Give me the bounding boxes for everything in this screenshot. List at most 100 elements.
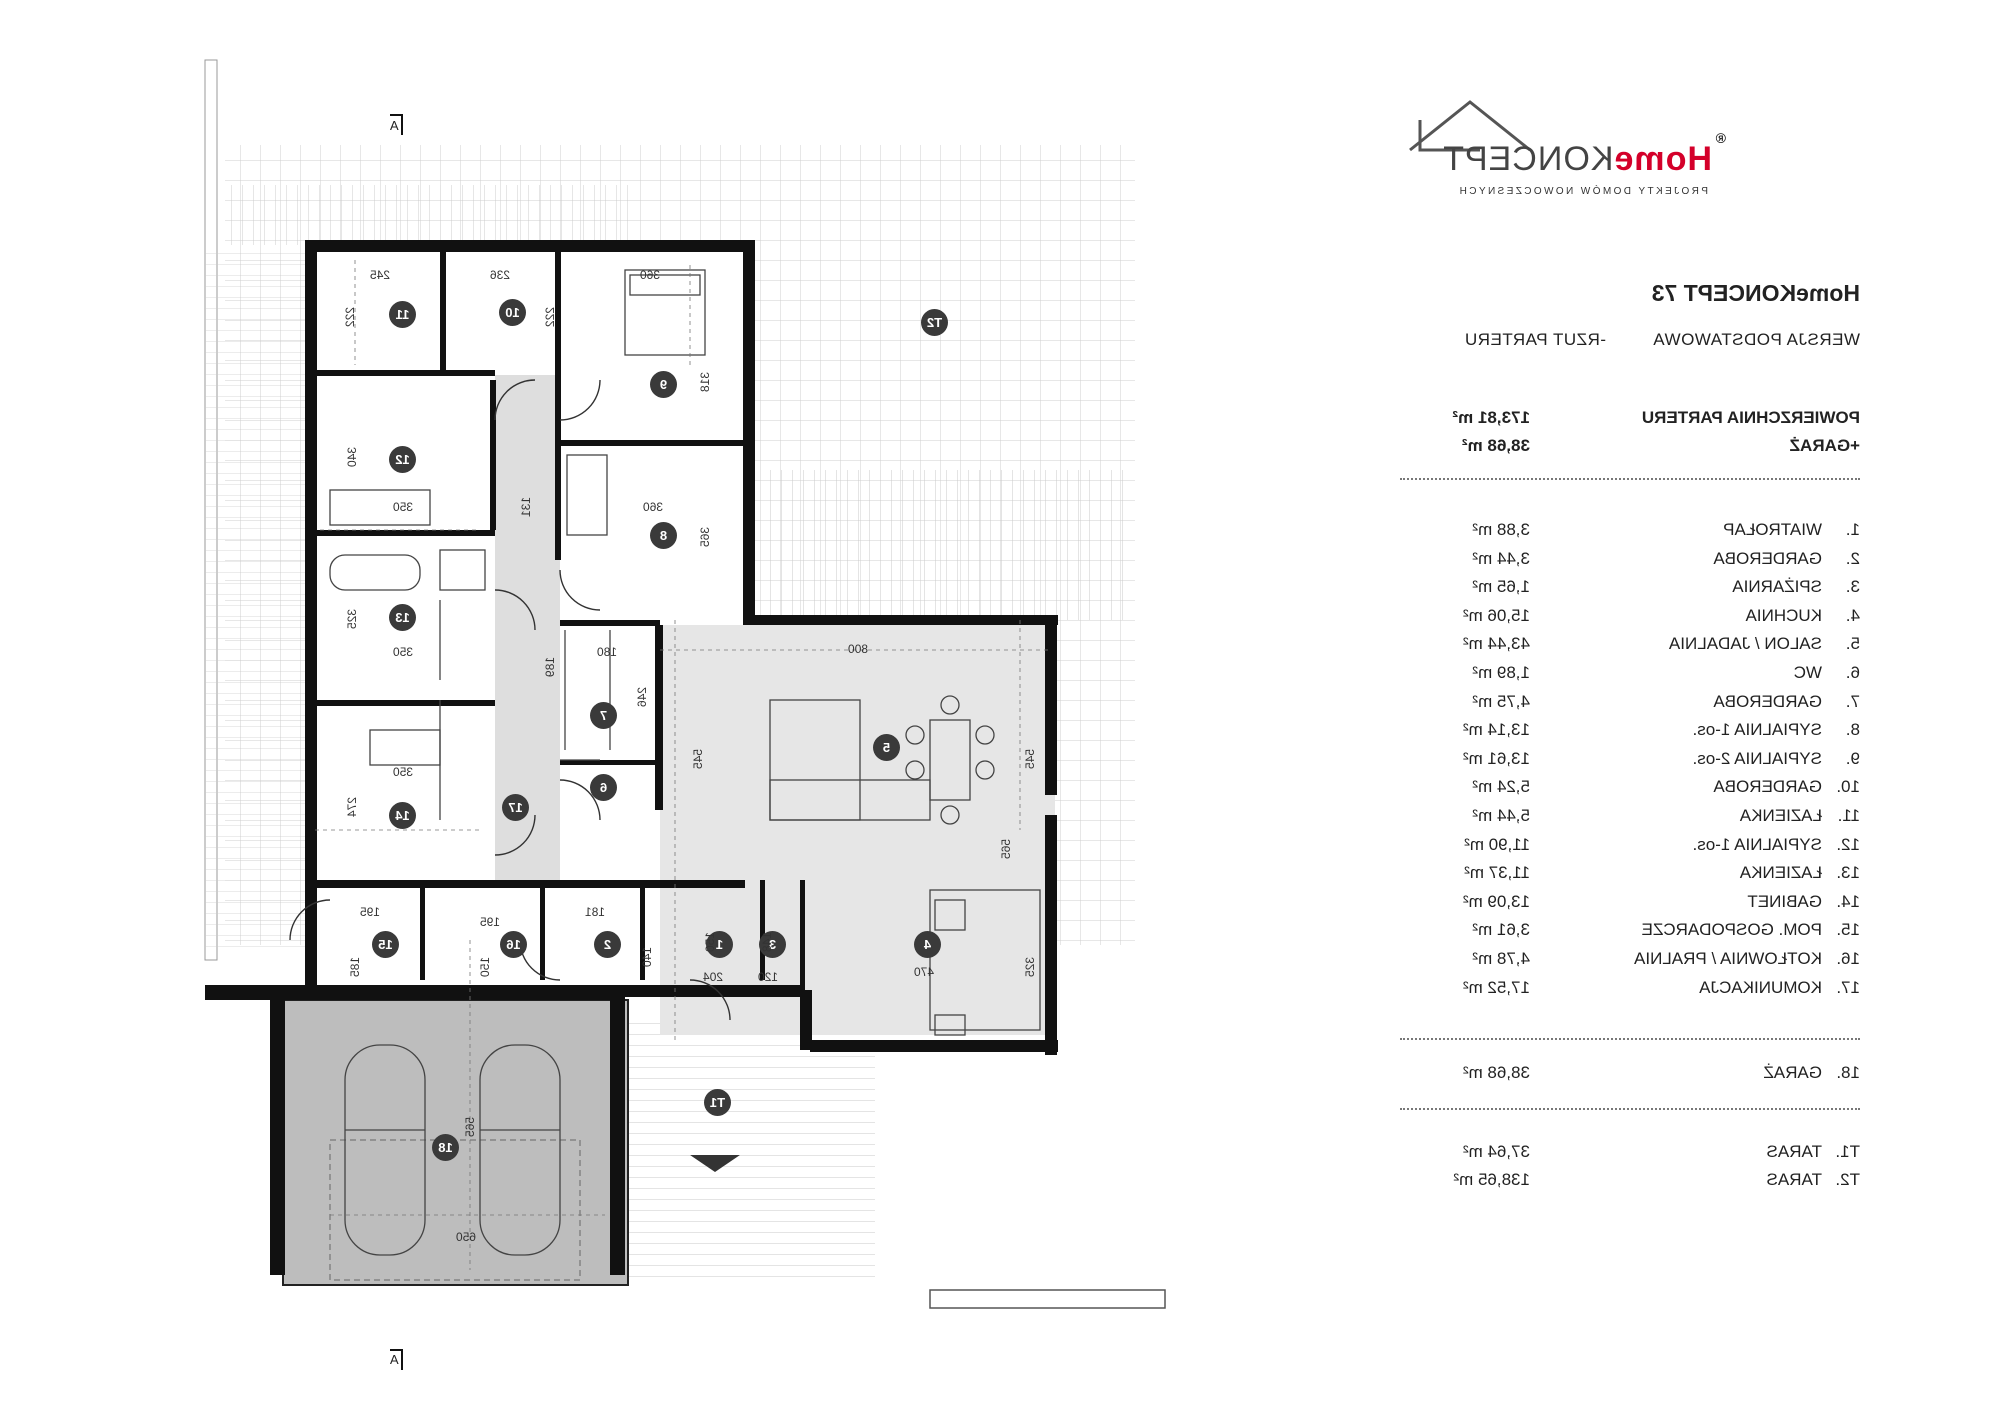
dimension: 246 bbox=[635, 686, 650, 708]
logo-home: Home bbox=[1613, 140, 1712, 178]
room-area: 3,44 m² bbox=[1472, 548, 1530, 568]
room-no: 3. bbox=[1845, 577, 1860, 597]
logo-koncept: KONCEPT bbox=[1442, 140, 1614, 178]
dimension: 195 bbox=[360, 905, 381, 919]
room-name: TARAS bbox=[1766, 1170, 1822, 1189]
room-no: 13. bbox=[1836, 863, 1860, 883]
section-mark-bottom: A bbox=[390, 1352, 399, 1367]
summary-value: 38,68 m² bbox=[1461, 436, 1530, 455]
room-area: 13,14 m² bbox=[1462, 720, 1530, 740]
room-area: 1,65 m² bbox=[1472, 577, 1530, 597]
dimension: 318 bbox=[698, 371, 713, 393]
room-no: 5. bbox=[1845, 634, 1860, 654]
room-no: 2. bbox=[1845, 548, 1860, 568]
room-label-11: 11 bbox=[389, 301, 416, 328]
room-no: 17. bbox=[1836, 977, 1860, 997]
room-no: 10. bbox=[1836, 777, 1860, 797]
room-no: 1. bbox=[1845, 520, 1860, 539]
room-name: SYPIALNIA 1-os. bbox=[1692, 720, 1822, 740]
room-label-7: 7 bbox=[590, 702, 617, 729]
dimension: 131 bbox=[519, 496, 534, 518]
project-view: -RZUT PARTERU bbox=[1464, 330, 1606, 349]
room-row: 8. SYPIALNIA 1-os. 13,14 m² bbox=[1400, 720, 1860, 749]
room-label-15: 15 bbox=[372, 931, 399, 958]
room-no: 7. bbox=[1845, 691, 1860, 711]
dimension: 350 bbox=[393, 765, 414, 779]
dimension: 148 bbox=[760, 931, 775, 953]
room-name: GARAŻ bbox=[1763, 1063, 1822, 1082]
floor-plan-drawing bbox=[204, 59, 1166, 1370]
summary-label: +GARAŻ bbox=[1789, 436, 1860, 455]
room-label-5: 5 bbox=[873, 734, 900, 761]
room-label-14: 14 bbox=[389, 802, 416, 829]
room-area: 138,65 m² bbox=[1453, 1170, 1530, 1189]
dimension: 350 bbox=[393, 645, 414, 659]
room-name: SPIŻARNIA bbox=[1732, 577, 1822, 597]
project-version: WERSJA PODSTAWOWA bbox=[1652, 330, 1860, 349]
dimension: 181 bbox=[585, 905, 606, 919]
logo-wordmark: HomeKONCEPT bbox=[1442, 140, 1712, 179]
room-no: 14. bbox=[1836, 891, 1860, 911]
separator bbox=[1400, 1108, 1860, 1110]
room-area: 11,90 m² bbox=[1464, 834, 1530, 854]
room-row: 16. KOTŁOWNIA / PRALNIA 4,78 m² bbox=[1400, 949, 1860, 978]
room-area: 5,24 m² bbox=[1472, 777, 1530, 797]
room-area: 13,61 m² bbox=[1462, 748, 1530, 768]
room-name: KOTŁOWNIA / PRALNIA bbox=[1634, 948, 1822, 968]
dimension: 180 bbox=[597, 645, 618, 659]
dimension: 185 bbox=[348, 956, 363, 978]
floor-plan: 1 2 3 4 5 6 7 8 9 10 11 12 13 14 15 16 1… bbox=[204, 59, 1166, 1370]
dimension: 150 bbox=[703, 931, 718, 953]
room-label-8: 8 bbox=[650, 522, 677, 549]
room-label-16: 16 bbox=[500, 931, 527, 958]
room-row: 12.SYPIALNIA 1-os.11,90 m² bbox=[1400, 835, 1860, 864]
dimension: 222 bbox=[543, 306, 558, 328]
room-no: 8. bbox=[1845, 720, 1860, 740]
room-label-2: 2 bbox=[594, 931, 621, 958]
section-mark-top: A bbox=[390, 118, 399, 133]
room-label-10: 10 bbox=[499, 299, 526, 326]
room-area: 37,64 m² bbox=[1462, 1142, 1530, 1161]
dimension: 360 bbox=[640, 268, 661, 282]
room-name: WC bbox=[1793, 662, 1822, 682]
room-no: 9. bbox=[1845, 748, 1860, 768]
registered-mark: ® bbox=[1715, 130, 1726, 146]
dimension: 360 bbox=[643, 500, 664, 514]
house-roof-icon bbox=[1409, 100, 1531, 152]
room-name: WIATROŁAP bbox=[1723, 520, 1822, 539]
room-label-t2: T2 bbox=[921, 309, 948, 336]
room-area: 15,06 m² bbox=[1462, 605, 1530, 625]
room-label-13: 13 bbox=[389, 604, 416, 631]
dimension: 545 bbox=[691, 748, 706, 770]
room-name: POM. GOSPODARCZE bbox=[1641, 920, 1822, 940]
room-area: 4,78 m² bbox=[1472, 948, 1530, 968]
room-area: 1,89 m² bbox=[1472, 662, 1530, 682]
dimension: 274 bbox=[345, 796, 360, 818]
room-name: ŁAZIENKA bbox=[1739, 863, 1822, 883]
dimension: 140 bbox=[640, 946, 655, 968]
dimension: 365 bbox=[698, 526, 713, 548]
room-no: 16. bbox=[1836, 948, 1860, 968]
dimension: 350 bbox=[393, 500, 414, 514]
dimension: 245 bbox=[370, 268, 391, 282]
room-no: 15. bbox=[1836, 920, 1860, 940]
room-no: 11. bbox=[1837, 805, 1860, 825]
dimension: 565 bbox=[463, 1116, 478, 1138]
dimension: 189 bbox=[543, 656, 558, 678]
room-area: 38,68 m² bbox=[1462, 1063, 1530, 1082]
legend-panel: ® HomeKONCEPT PROJEKTY DOMÓW NOWOCZESNYC… bbox=[1400, 90, 1860, 1230]
room-label-t1: T1 bbox=[704, 1089, 731, 1116]
dimension: 120 bbox=[758, 970, 779, 984]
room-no: 18. bbox=[1836, 1063, 1860, 1082]
